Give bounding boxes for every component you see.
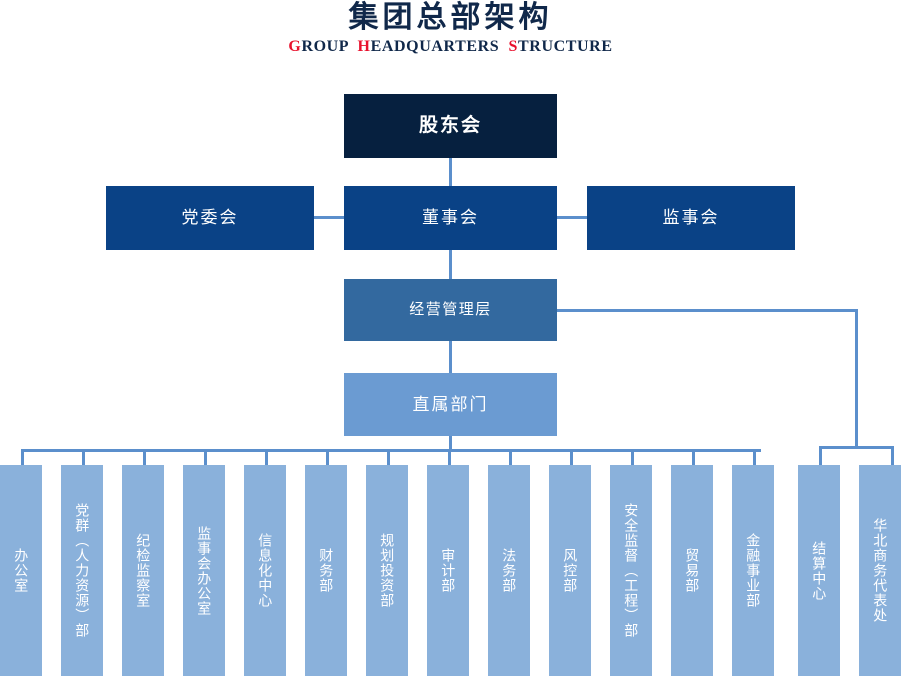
- department-box[interactable]: 金融事业部: [732, 465, 774, 676]
- connector-board-to-management: [449, 250, 452, 279]
- node-management-level[interactable]: 经营管理层: [344, 279, 557, 341]
- subtitle-rest-group: ROUP: [301, 38, 349, 55]
- subtitle-rest-structure: TRUCTURE: [518, 38, 613, 55]
- node-management-level-label: 经营管理层: [409, 300, 492, 318]
- connector-stub-dept-11: [631, 449, 634, 466]
- connector-stub-dept-5: [265, 449, 268, 466]
- node-board-of-directors[interactable]: 董事会: [344, 186, 557, 250]
- node-board-of-supervisors-label: 监事会: [662, 208, 720, 228]
- department-label: 监事会办公室: [196, 525, 213, 616]
- department-box[interactable]: 党群（人力资源）部: [61, 465, 103, 676]
- connector-stub-dept-3: [143, 449, 146, 466]
- subtitle-lead-s: S: [508, 38, 519, 55]
- connector-board-to-supervisors: [555, 216, 588, 219]
- department-box[interactable]: 华北商务代表处: [859, 465, 901, 676]
- department-box[interactable]: 监事会办公室: [183, 465, 225, 676]
- node-party-committee[interactable]: 党委会: [106, 186, 314, 250]
- department-label: 规划投资部: [379, 533, 396, 608]
- connector-stub-dept-15: [891, 446, 894, 466]
- connector-stub-dept-12: [692, 449, 695, 466]
- department-label: 结算中心: [811, 540, 828, 601]
- node-board-of-directors-label: 董事会: [422, 208, 479, 228]
- node-party-committee-label: 党委会: [181, 208, 239, 228]
- connector-department-bus: [21, 449, 761, 452]
- department-label: 金融事业部: [745, 533, 762, 608]
- connector-stub-dept-13: [753, 449, 756, 466]
- department-label: 信息化中心: [257, 533, 274, 608]
- department-box[interactable]: 财务部: [305, 465, 347, 676]
- department-label: 风控部: [562, 548, 579, 593]
- node-direct-departments-label: 直属部门: [412, 394, 489, 414]
- node-shareholders[interactable]: 股东会: [344, 94, 557, 158]
- page-title: 集团总部架构: [348, 1, 553, 34]
- department-label: 法务部: [501, 548, 518, 593]
- subtitle-lead-h: H: [357, 38, 371, 55]
- page-subtitle: GROUP HEADQUARTERS STRUCTURE: [0, 37, 901, 57]
- department-label: 华北商务代表处: [872, 518, 889, 623]
- connector-stub-dept-1: [21, 449, 24, 466]
- department-box[interactable]: 贸易部: [671, 465, 713, 676]
- subtitle-word-structure: STRUCTURE: [509, 38, 613, 55]
- title-block: 集团总部架构 GROUP HEADQUARTERS STRUCTURE: [0, 0, 901, 57]
- node-direct-departments[interactable]: 直属部门: [344, 373, 557, 436]
- department-box[interactable]: 结算中心: [798, 465, 840, 676]
- department-label: 贸易部: [684, 548, 701, 593]
- connector-stub-dept-4: [204, 449, 207, 466]
- connector-management-to-direct: [449, 341, 452, 373]
- connector-stub-dept-6: [326, 449, 329, 466]
- connector-stub-dept-10: [570, 449, 573, 466]
- department-box[interactable]: 信息化中心: [244, 465, 286, 676]
- department-box[interactable]: 安全监督（工程）部: [610, 465, 652, 676]
- department-box[interactable]: 办公室: [0, 465, 42, 676]
- department-label: 纪检监察室: [135, 533, 152, 608]
- connector-stub-dept-14: [819, 446, 822, 466]
- connector-stub-dept-7: [387, 449, 390, 466]
- connector-management-branch-vertical: [855, 309, 858, 448]
- department-box[interactable]: 审计部: [427, 465, 469, 676]
- node-shareholders-label: 股东会: [418, 115, 482, 137]
- department-box[interactable]: 风控部: [549, 465, 591, 676]
- connector-shareholders-to-board: [449, 158, 452, 186]
- subtitle-word-group: GROUP: [288, 38, 348, 55]
- department-box[interactable]: 规划投资部: [366, 465, 408, 676]
- connector-management-branch-bus: [819, 446, 894, 449]
- connector-stub-dept-2: [82, 449, 85, 466]
- connector-board-to-party: [313, 216, 346, 219]
- connector-stub-dept-9: [509, 449, 512, 466]
- department-label: 党群（人力资源）部: [74, 503, 91, 638]
- department-label: 安全监督（工程）部: [623, 503, 640, 638]
- department-box[interactable]: 法务部: [488, 465, 530, 676]
- department-label: 审计部: [440, 548, 457, 593]
- subtitle-rest-headquarters: EADQUARTERS: [370, 38, 500, 55]
- connector-direct-to-bus: [449, 436, 452, 451]
- subtitle-word-headquarters: HEADQUARTERS: [358, 38, 500, 55]
- subtitle-lead-g: G: [288, 38, 302, 55]
- department-box[interactable]: 纪检监察室: [122, 465, 164, 676]
- department-label: 办公室: [13, 548, 30, 593]
- department-label: 财务部: [318, 548, 335, 593]
- connector-management-branch-horizontal: [555, 309, 858, 312]
- connector-stub-dept-8: [448, 449, 451, 466]
- node-board-of-supervisors[interactable]: 监事会: [587, 186, 795, 250]
